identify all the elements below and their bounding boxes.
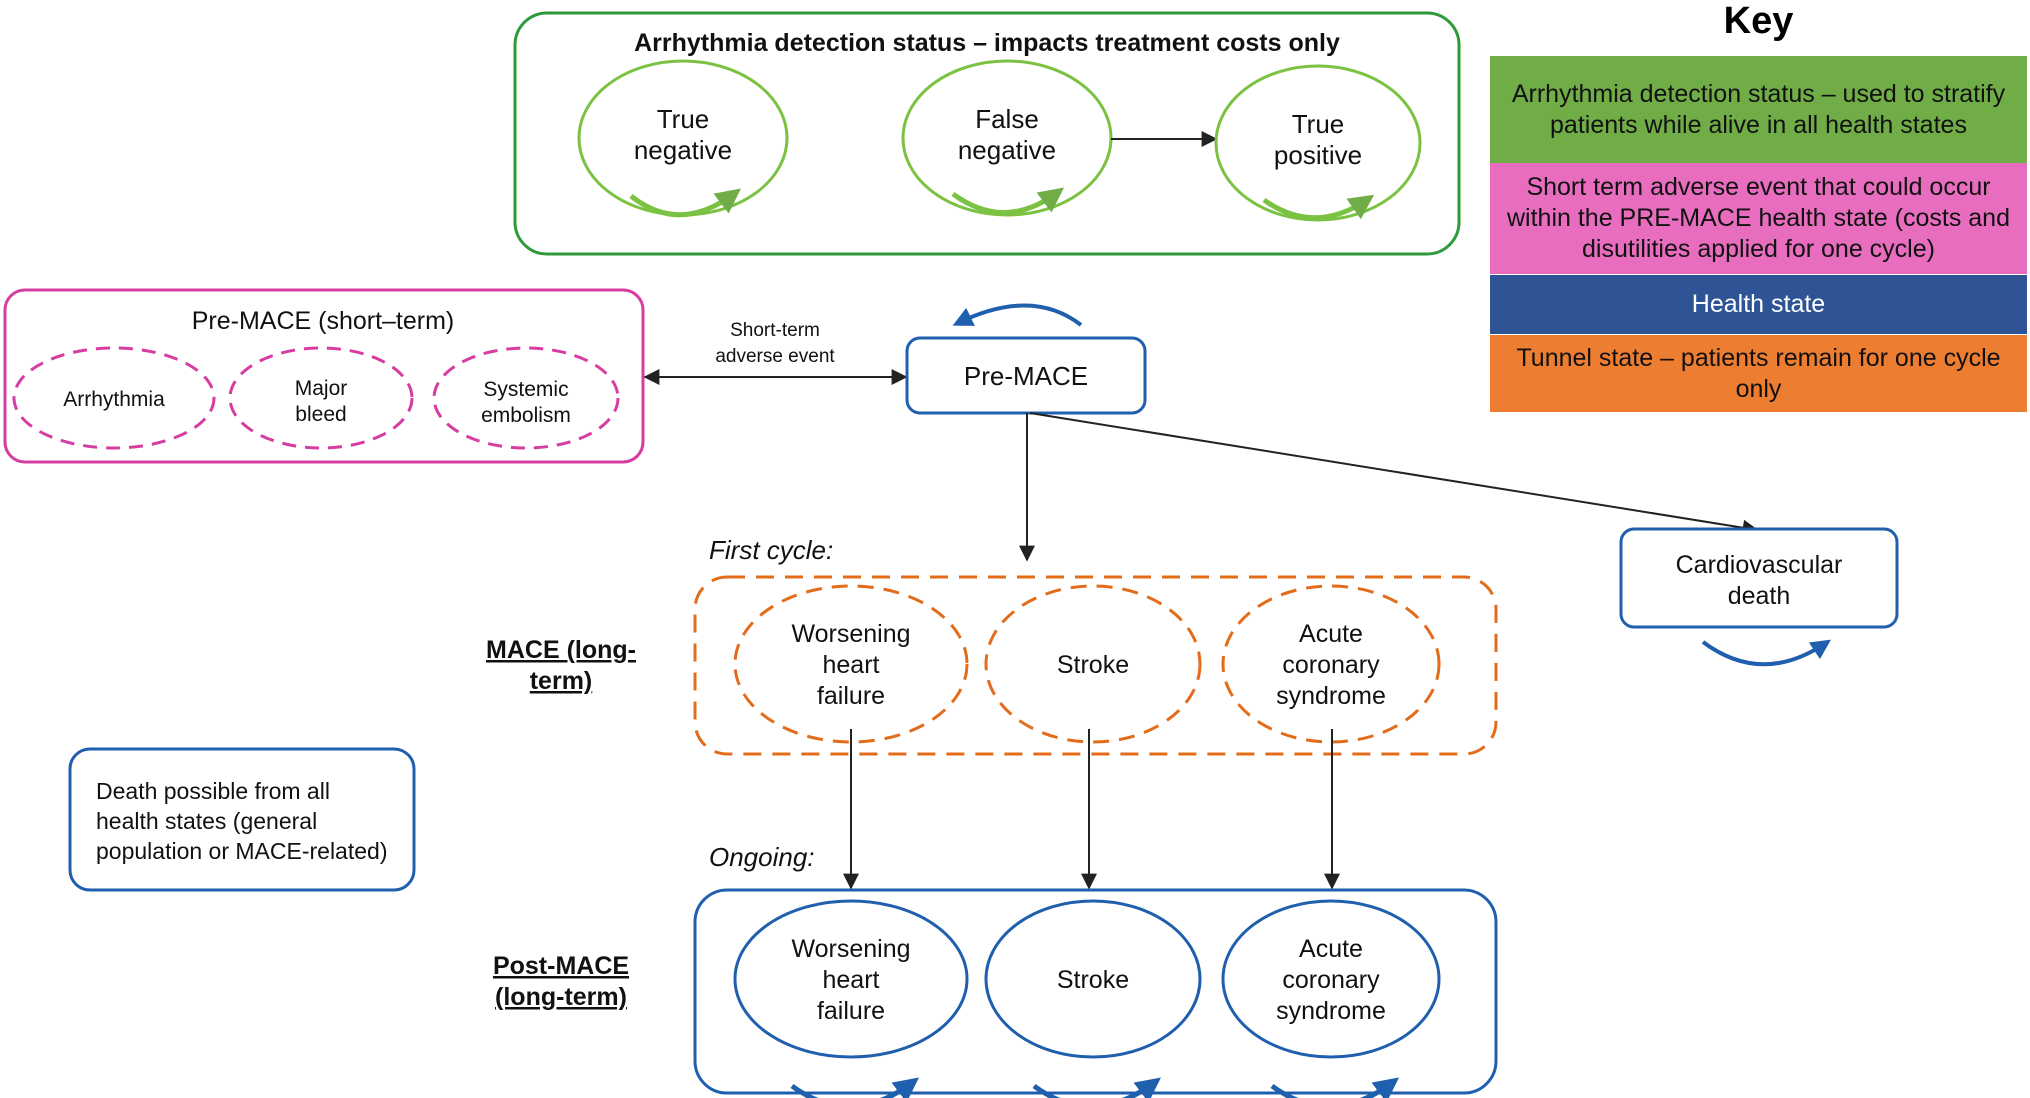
post-mace-state-acute-coronary-syndrome[interactable]: Acute coronary syndrome <box>1221 899 1441 1098</box>
event-arrhythmia[interactable]: Arrhythmia <box>12 346 216 450</box>
self-loop-icon <box>1701 639 1831 667</box>
state-label-line1: True <box>1292 109 1345 139</box>
state-label-line2: heart <box>823 966 880 994</box>
state-label-line1: Worsening <box>791 620 910 648</box>
state-label-line2: coronary <box>1282 966 1380 994</box>
pre-mace-short-term-panel: Pre-MACE (short–term) Arrhythmia Major b… <box>3 288 645 464</box>
event-systemic-embolism[interactable]: Systemic embolism <box>432 346 620 450</box>
death-note-line2: health states (general <box>96 808 317 834</box>
key-item-label: Tunnel state – patients remain for one c… <box>1516 343 2001 403</box>
self-loop-icon <box>1032 1077 1161 1098</box>
post-mace-section-label-line1: Post-MACE <box>493 952 629 980</box>
state-label-line3: failure <box>817 682 885 710</box>
state-ellipse <box>733 899 969 1059</box>
state-ellipse <box>984 899 1202 1059</box>
state-ellipse <box>984 584 1202 744</box>
event-label-line1: Major <box>295 377 348 400</box>
key-item-label: Health state <box>1691 290 1826 318</box>
state-label-line1: Stroke <box>1057 651 1129 679</box>
edge-label-line2: adverse event <box>715 346 835 367</box>
event-label-line2: bleed <box>295 403 346 426</box>
self-loop-icon <box>790 1077 919 1098</box>
mace-state-acute-coronary-syndrome[interactable]: Acute coronary syndrome <box>1221 584 1441 744</box>
mace-state-worsening-heart-failure[interactable]: Worsening heart failure <box>733 584 969 744</box>
state-label-line1: Acute <box>1299 620 1363 648</box>
state-label-line1: True <box>657 104 710 134</box>
death-note: Death possible from all health states (g… <box>68 747 416 892</box>
mace-section-label-line2: term) <box>530 667 593 695</box>
self-loop-icon <box>629 188 741 218</box>
state-label-line3: syndrome <box>1276 682 1386 710</box>
key-item-label: Short term adverse event that could occu… <box>1506 173 2010 263</box>
death-note-line1: Death possible from all <box>96 778 330 804</box>
state-label-line2: positive <box>1274 140 1362 170</box>
event-label-line2: embolism <box>481 404 571 427</box>
state-label-line1: Acute <box>1299 935 1363 963</box>
state-false-negative[interactable]: False negative <box>901 59 1113 217</box>
mace-state-stroke[interactable]: Stroke <box>984 584 1202 744</box>
state-true-negative[interactable]: True negative <box>577 59 789 218</box>
key-title: Key <box>1723 0 1794 42</box>
cv-death-line2: death <box>1728 582 1791 610</box>
state-label-line2: heart <box>823 651 880 679</box>
mace-section-label-line1: MACE (long- <box>486 636 636 664</box>
state-label-line2: negative <box>634 135 732 165</box>
key-item-short-term-event: Short term adverse event that could occu… <box>1490 163 2027 274</box>
self-loop-icon <box>952 303 1083 327</box>
state-ellipse <box>1221 899 1441 1059</box>
state-ellipse <box>1221 584 1441 744</box>
pre-mace-state[interactable]: Pre-MACE <box>905 303 1147 415</box>
key-item-detection-status: Arrhythmia detection status – used to st… <box>1490 56 2027 163</box>
cardiovascular-death-state[interactable]: Cardiovascular death <box>1619 527 1899 667</box>
state-label-line1: Worsening <box>791 935 910 963</box>
key-item-label: Arrhythmia detection status – used to st… <box>1511 79 2006 139</box>
post-mace-state-worsening-heart-failure[interactable]: Worsening heart failure <box>733 899 969 1098</box>
post-mace-state-stroke[interactable]: Stroke <box>984 899 1202 1098</box>
first-cycle-label: First cycle: <box>709 535 833 565</box>
self-loop-icon <box>951 187 1064 215</box>
pre-mace-label: Pre-MACE <box>964 361 1088 391</box>
state-label-line2: coronary <box>1282 651 1380 679</box>
death-note-line3: population or MACE-related) <box>96 838 387 864</box>
detection-status-panel: Arrhythmia detection status – impacts tr… <box>513 11 1461 256</box>
state-label-line2: negative <box>958 135 1056 165</box>
state-ellipse <box>733 584 969 744</box>
pre-mace-short-term-title: Pre-MACE (short–term) <box>192 307 455 335</box>
state-label-line1: False <box>975 104 1039 134</box>
edge-label-line1: Short-term <box>730 320 820 341</box>
self-loop-icon <box>1262 194 1375 221</box>
state-true-positive[interactable]: True positive <box>1214 64 1422 222</box>
event-label-line1: Systemic <box>483 378 568 401</box>
ongoing-label: Ongoing: <box>709 842 815 872</box>
event-label-line1: Arrhythmia <box>63 388 165 411</box>
state-label-line3: failure <box>817 997 885 1025</box>
key-item-health-state: Health state <box>1490 275 2027 334</box>
detection-status-title: Arrhythmia detection status – impacts tr… <box>634 29 1340 57</box>
post-mace-section-label-line2: (long-term) <box>495 983 627 1011</box>
key-item-tunnel-state: Tunnel state – patients remain for one c… <box>1490 335 2027 412</box>
self-loop-icon <box>1270 1077 1399 1098</box>
arrow-pre-mace-to-cv-death <box>1029 412 1759 536</box>
state-label-line1: Stroke <box>1057 966 1129 994</box>
event-major-bleed[interactable]: Major bleed <box>228 346 414 450</box>
state-label-line3: syndrome <box>1276 997 1386 1025</box>
cv-death-line1: Cardiovascular <box>1676 551 1843 579</box>
